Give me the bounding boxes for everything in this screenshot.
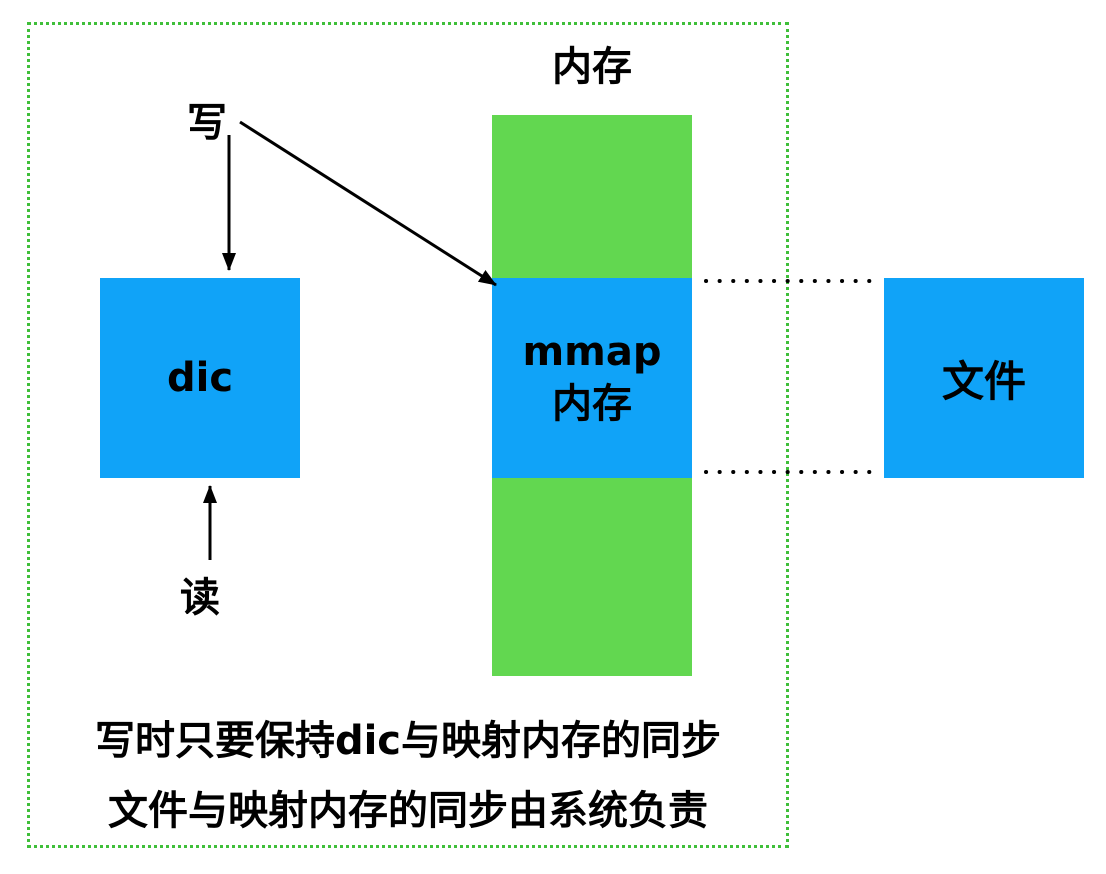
mmap-label-line2: 内存 (552, 381, 632, 427)
write-to-mmap-arrow (239, 120, 497, 287)
dic-label: dic (166, 355, 234, 401)
file-box: 文件 (884, 278, 1084, 478)
dic-box: dic (100, 278, 300, 478)
memory-region-bottom (492, 478, 692, 676)
mmap-label-line1: mmap (522, 329, 662, 375)
note-line-2: 文件与映射内存的同步由系统负责 (108, 788, 708, 834)
read-label: 读 (180, 575, 220, 621)
note-line-1: 写时只要保持dic与映射内存的同步 (94, 718, 722, 764)
mmap-memory-box: mmap 内存 (492, 278, 692, 478)
memory-region-top (492, 115, 692, 278)
write-label: 写 (187, 100, 227, 146)
file-label: 文件 (941, 356, 1026, 406)
memory-title: 内存 (552, 44, 632, 90)
dotted-frame (27, 22, 789, 848)
